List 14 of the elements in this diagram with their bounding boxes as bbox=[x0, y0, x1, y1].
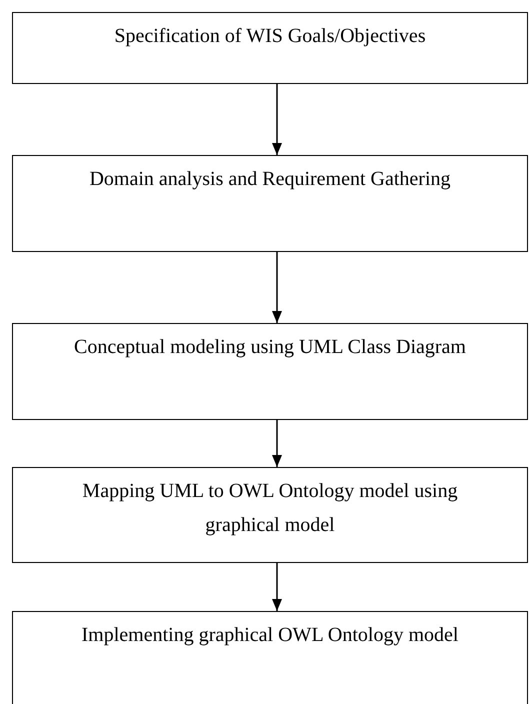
process-box bbox=[12, 323, 528, 420]
process-box bbox=[12, 155, 528, 252]
step-text: Conceptual modeling using UML Class Diagram bbox=[74, 335, 466, 360]
step-text: Domain analysis and Requirement Gathering bbox=[89, 167, 450, 192]
step-text: Mapping UML to OWL Ontology model using graphical model bbox=[81, 479, 459, 538]
step-text: Specification of WIS Goals/Objectives bbox=[114, 24, 426, 49]
arrow bbox=[272, 420, 282, 467]
process-box bbox=[12, 467, 528, 563]
arrow bbox=[272, 84, 282, 155]
process-box bbox=[12, 12, 528, 84]
step-text: Implementing graphical OWL Ontology model bbox=[82, 623, 458, 648]
arrow bbox=[272, 563, 282, 611]
arrow bbox=[272, 252, 282, 323]
process-box bbox=[12, 611, 528, 704]
